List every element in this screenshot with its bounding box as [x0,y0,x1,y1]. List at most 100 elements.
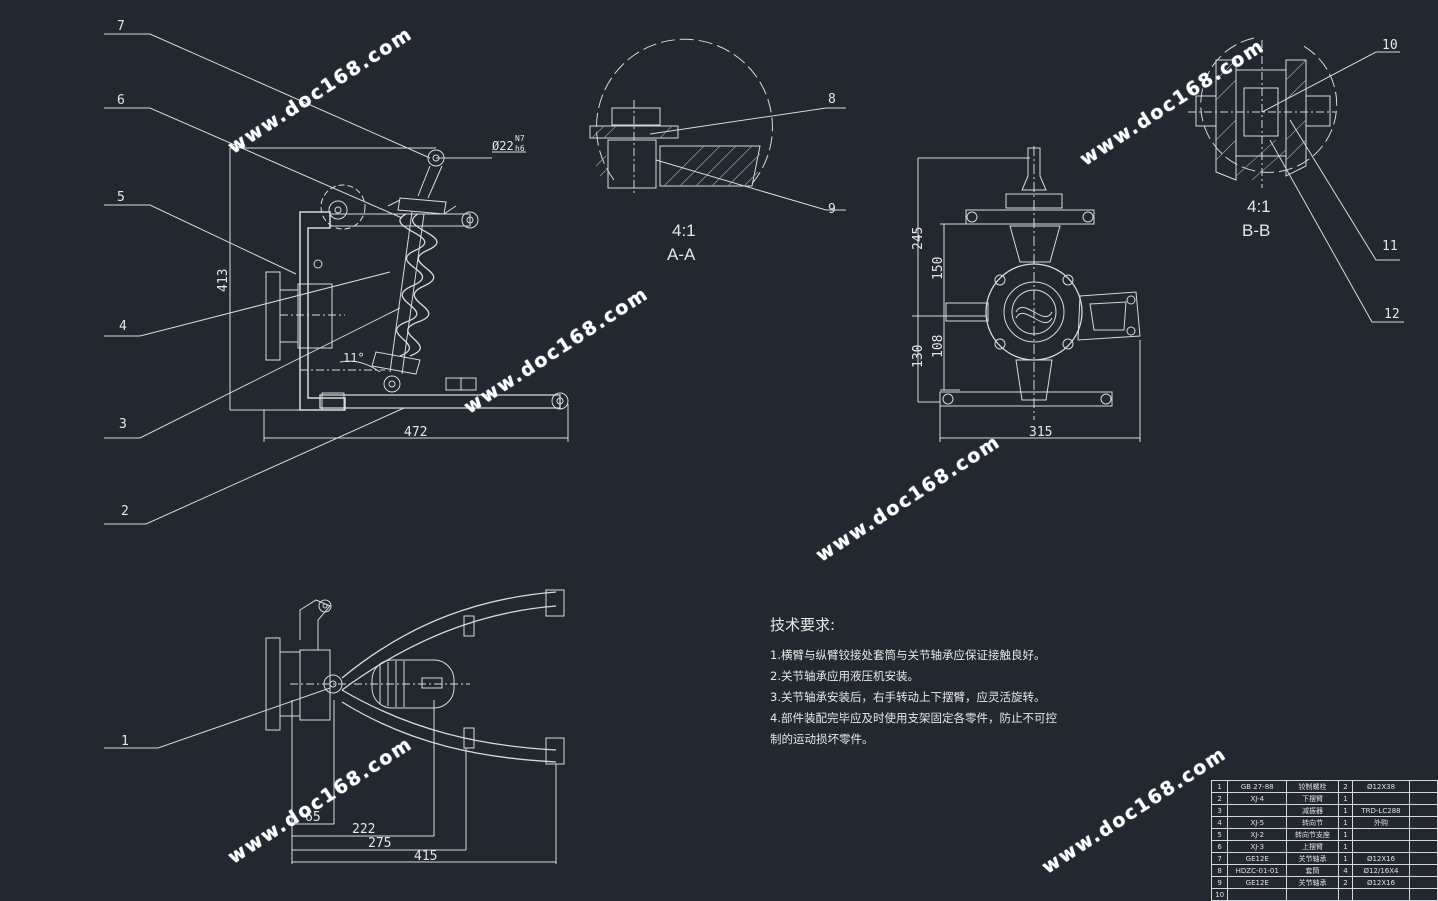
tech-req-line: 1.横臂与纵臂铰接处套筒与关节轴承应保证接触良好。 [770,648,1046,662]
bom-cell: 1 [1337,816,1354,829]
bom-cell: Ø12X16 [1352,876,1410,889]
balloon-8: 8 [828,92,836,107]
bom-cell: 1 [1210,780,1229,793]
bom-row: 10 [1210,888,1438,901]
bom-cell: GE12E [1227,876,1288,889]
dim-222: 222 [352,822,375,837]
bom-cell: 4 [1210,816,1229,829]
bom-cell: 转向节 [1286,816,1339,829]
dim-415: 415 [414,849,437,864]
dim-413: 413 [216,269,231,292]
bom-cell: 套筒 [1286,864,1339,877]
section-aa-scale: 4:1 [672,221,696,240]
balloon-12: 12 [1384,307,1400,322]
bom-cell: 9 [1210,876,1229,889]
balloon-2: 2 [121,504,129,519]
bom-cell [1408,864,1438,877]
bom-cell: 铰制螺栓 [1286,780,1339,793]
bom-cell [1352,840,1410,853]
bom-cell [1352,828,1410,841]
tech-req-line: 制的运动损坏零件。 [770,732,874,746]
section-bb-scale: 4:1 [1247,197,1271,216]
balloon-10: 10 [1382,38,1398,53]
bom-cell [1352,792,1410,805]
bom-cell: 4 [1337,864,1354,877]
technical-requirements: 技术要求: 1.横臂与纵臂铰接处套筒与关节轴承应保证接触良好。 2.关节轴承应用… [770,614,1057,750]
dim-275: 275 [368,836,391,851]
dim-angle: 11° [343,351,365,365]
bom-cell: 1 [1337,828,1354,841]
bom-cell: 1 [1337,804,1354,817]
bom-cell: 2 [1210,792,1229,805]
bom-cell: GE12E [1227,852,1288,865]
dim-472: 472 [404,425,427,440]
bom-cell: XJ-5 [1227,816,1288,829]
bom-cell [1227,888,1288,901]
balloon-3: 3 [119,417,127,432]
balloon-11: 11 [1382,239,1398,254]
bom-cell: 关节轴承 [1286,852,1339,865]
fit-tolerance: Ø22 [492,139,514,153]
bom-cell: 关节轴承 [1286,876,1339,889]
section-bb-name: B-B [1242,221,1270,240]
front-view [104,33,569,525]
bom-cell: 1 [1337,852,1354,865]
bom-cell: 下摆臂 [1286,792,1339,805]
tech-req-line: 3.关节轴承安装后，右手转动上下摆臂，应灵活旋转。 [770,690,1046,704]
bom-cell [1408,816,1438,829]
section-b-b [1188,37,1404,323]
dim-315: 315 [1029,425,1052,440]
bom-cell: 10 [1210,888,1229,901]
top-view [104,589,565,864]
balloon-6: 6 [117,93,125,108]
bom-cell: 2 [1337,876,1354,889]
fit-lower: h6 [515,144,525,153]
bom-cell: 减振器 [1286,804,1339,817]
bom-cell: 1 [1337,840,1354,853]
bom-cell [1337,888,1354,901]
bom-cell [1408,852,1438,865]
fit-upper: N7 [515,134,525,143]
bom-cell [1408,804,1438,817]
bom-cell [1408,792,1438,805]
tech-req-title: 技术要求: [770,616,836,634]
bom-cell: 7 [1210,852,1229,865]
balloon-7: 7 [117,19,125,34]
bom-cell: Ø12/16X4 [1352,864,1410,877]
bom-cell: GB 27-88 [1227,780,1288,793]
section-aa-name: A-A [667,245,696,264]
tech-req-line: 2.关节轴承应用液压机安装。 [770,669,919,683]
balloon-5: 5 [117,190,125,205]
bom-cell: XJ-3 [1227,840,1288,853]
dim-150: 150 [931,257,946,280]
bom-cell: 外购 [1352,816,1410,829]
bom-cell: XJ-4 [1227,792,1288,805]
dim-65: 65 [305,810,321,825]
bom-cell [1408,876,1438,889]
bom-cell: XJ-2 [1227,828,1288,841]
bom-cell [1286,888,1339,901]
bom-cell: 2 [1337,780,1354,793]
bom-cell: HDZC-01-01 [1227,864,1288,877]
tech-req-line: 4.部件装配完毕应及时使用支架固定各零件，防止不可控 [770,711,1057,725]
bom-cell [1408,828,1438,841]
side-view [912,146,1141,442]
dim-108: 108 [931,335,946,358]
balloon-9: 9 [828,202,836,217]
dim-245: 245 [911,227,926,250]
bom-cell: 3 [1210,804,1229,817]
bom-cell: Ø12X38 [1352,780,1410,793]
bom-cell: TRD-LC288 [1352,804,1410,817]
bom-cell [1227,804,1288,817]
